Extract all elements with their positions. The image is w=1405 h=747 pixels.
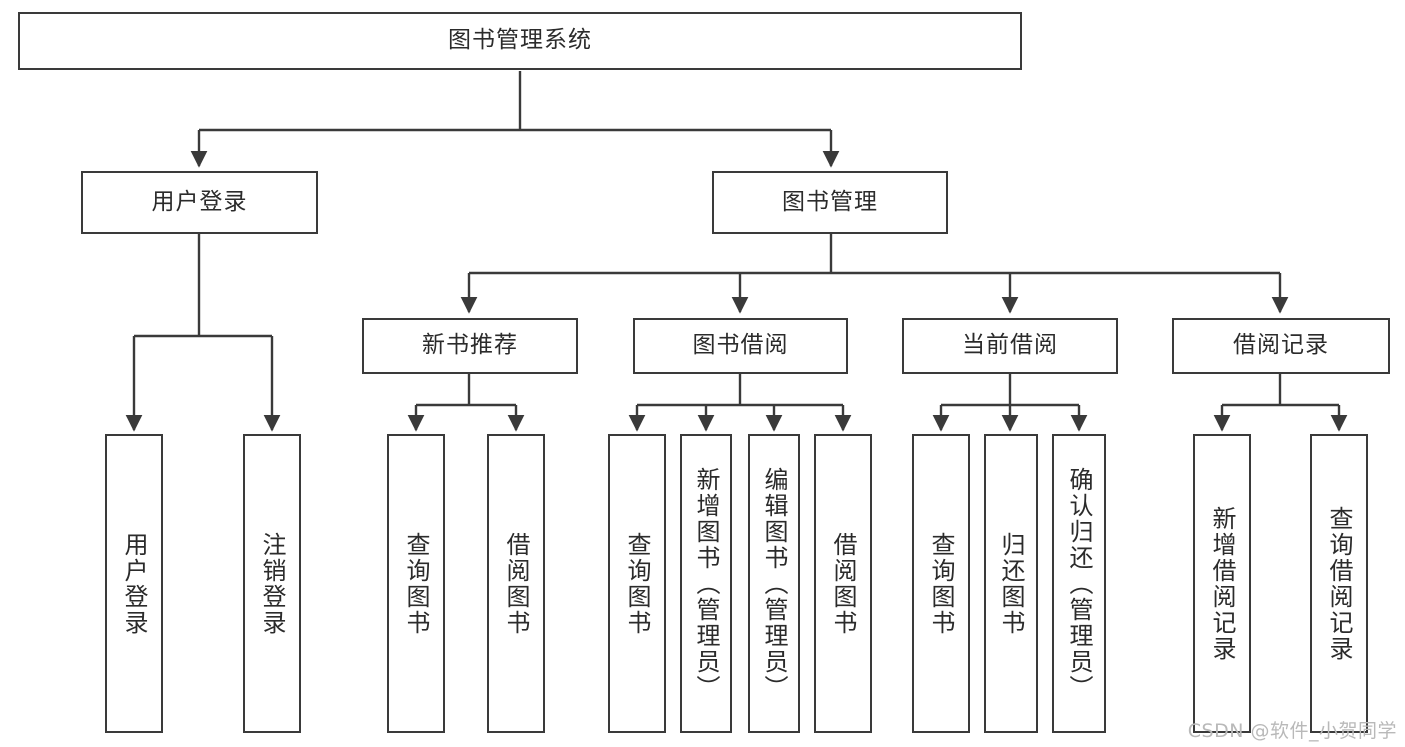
node-user-login[interactable]: 用户登录: [81, 171, 318, 234]
node-label: 查询图书: [402, 531, 430, 636]
leaf-current-query-book[interactable]: 查询图书: [912, 434, 970, 733]
leaf-user-login-login[interactable]: 用户登录: [105, 434, 163, 733]
node-label: 图书借阅: [692, 332, 789, 359]
leaf-borrow-edit-book-admin[interactable]: 编辑图书（管理员）: [748, 434, 800, 733]
node-label: 确认归还（管理员）: [1065, 466, 1093, 701]
node-label: 当前借阅: [962, 332, 1058, 359]
node-label: 借阅图书: [829, 531, 857, 636]
node-current-borrow[interactable]: 当前借阅: [902, 318, 1118, 374]
node-label: 借阅记录: [1233, 332, 1329, 359]
node-label: 新增借阅记录: [1208, 505, 1236, 662]
node-label: 查询图书: [623, 531, 651, 636]
node-label: 查询图书: [927, 531, 955, 636]
node-book-borrow[interactable]: 图书借阅: [633, 318, 848, 374]
node-label: 归还图书: [997, 531, 1025, 636]
leaf-record-add-record[interactable]: 新增借阅记录: [1193, 434, 1251, 733]
leaf-current-return-book[interactable]: 归还图书: [984, 434, 1038, 733]
leaf-record-query-record[interactable]: 查询借阅记录: [1310, 434, 1368, 733]
leaf-borrow-borrow-book[interactable]: 借阅图书: [814, 434, 872, 733]
node-label: 图书管理系统: [448, 27, 592, 54]
node-label: 查询借阅记录: [1325, 505, 1353, 662]
leaf-user-login-logout[interactable]: 注销登录: [243, 434, 301, 733]
csdn-watermark: CSDN @软件_小贺同学: [1187, 720, 1397, 742]
node-new-book-recommend[interactable]: 新书推荐: [362, 318, 578, 374]
leaf-new-book-query[interactable]: 查询图书: [387, 434, 445, 733]
leaf-current-confirm-return-admin[interactable]: 确认归还（管理员）: [1052, 434, 1106, 733]
node-root-book-management-system[interactable]: 图书管理系统: [18, 12, 1022, 70]
leaf-borrow-add-book-admin[interactable]: 新增图书（管理员）: [680, 434, 732, 733]
node-label: 用户登录: [151, 188, 248, 215]
node-label: 注销登录: [258, 531, 286, 636]
leaf-new-book-borrow[interactable]: 借阅图书: [487, 434, 545, 733]
node-label: 新书推荐: [422, 332, 518, 359]
node-label: 新增图书（管理员）: [692, 466, 720, 701]
node-label: 编辑图书（管理员）: [760, 466, 788, 701]
node-borrow-record[interactable]: 借阅记录: [1172, 318, 1390, 374]
leaf-borrow-query-book[interactable]: 查询图书: [608, 434, 666, 733]
node-label: 用户登录: [120, 531, 148, 636]
node-label: 图书管理: [782, 188, 878, 215]
node-book-management[interactable]: 图书管理: [712, 171, 948, 234]
node-label: 借阅图书: [502, 531, 530, 636]
